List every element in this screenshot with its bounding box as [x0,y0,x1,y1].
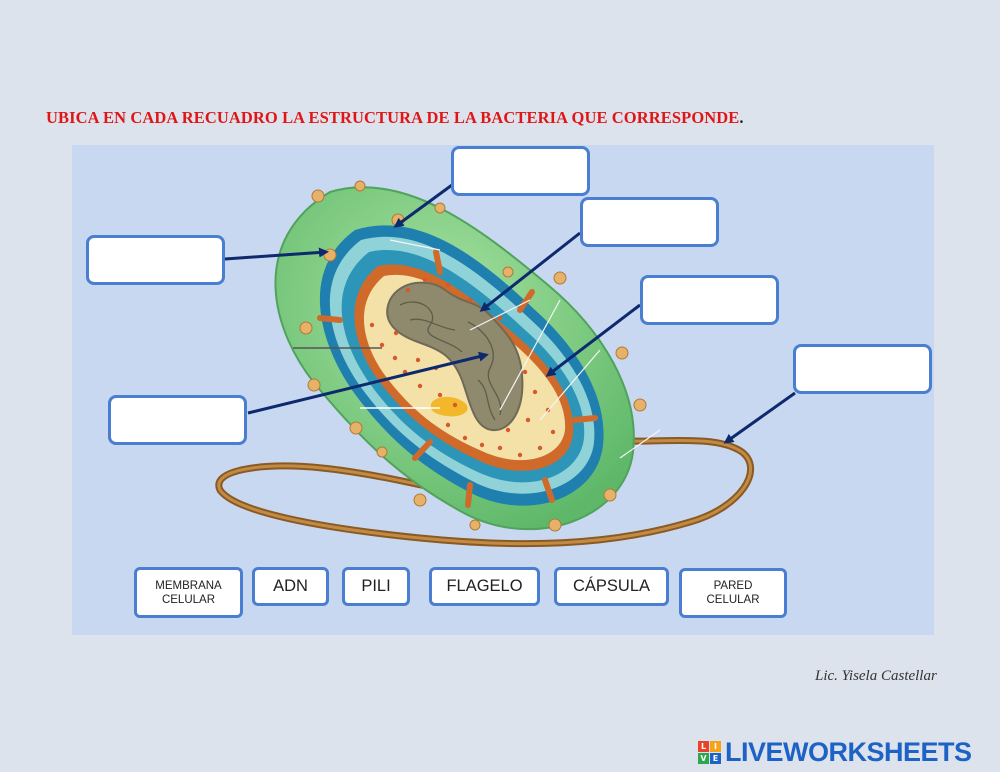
answer-box-left-top[interactable] [86,235,225,285]
word-membrana-celular[interactable]: MEMBRANA CELULAR [134,567,243,618]
arrow-far-right [723,391,796,444]
logo-letter: V [698,753,709,764]
logo-letter: L [698,741,709,752]
arrow-left-bottom [247,351,489,415]
arrow-upper-right [479,231,581,312]
answer-box-upper-right[interactable] [580,197,719,247]
word-label: ADN [273,577,308,595]
word-flagelo[interactable]: FLAGELO [429,567,540,606]
instruction-title: UBICA EN CADA RECUADRO LA ESTRUCTURA DE … [46,108,744,128]
word-capsula[interactable]: CÁPSULA [554,567,669,606]
answer-box-left-bottom[interactable] [108,395,247,445]
word-label: MEMBRANA CELULAR [155,579,222,606]
arrows [224,183,796,444]
answer-box-far-right[interactable] [793,344,932,394]
fimbriae-knobs [299,180,647,532]
arrow-mid-right [545,303,641,377]
logo-letter: E [710,753,721,764]
word-pili[interactable]: PILI [342,567,410,606]
ribosome-dots [369,277,556,458]
dna-strands [399,301,502,421]
inclusion-granule [430,396,468,417]
answer-box-top[interactable] [451,146,590,196]
arrow-left-top [224,247,329,261]
pointer-lines [389,239,661,459]
author-signature: Lic. Yisela Castellar [815,668,937,684]
answer-box-mid-right[interactable] [640,275,779,325]
word-label: PILI [361,577,391,595]
liveworksheets-brand[interactable]: L I V E LIVEWORKSHEETS [698,737,972,768]
liveworksheets-logo-icon: L I V E [698,741,721,764]
instruction-period: . [739,108,744,127]
word-pared-celular[interactable]: PARED CELULAR [679,568,787,618]
word-label: CÁPSULA [572,577,651,595]
word-label: FLAGELO [446,577,523,595]
word-adn[interactable]: ADN [252,567,329,606]
word-label: PARED CELULAR [706,580,760,606]
pili [317,249,598,508]
bacteria-cell [274,180,661,532]
instruction-text: UBICA EN CADA RECUADRO LA ESTRUCTURA DE … [46,108,740,127]
brand-name: LIVEWORKSHEETS [725,737,972,767]
flagellum [215,434,755,548]
logo-letter: I [710,741,721,752]
arrow-top [393,183,453,228]
